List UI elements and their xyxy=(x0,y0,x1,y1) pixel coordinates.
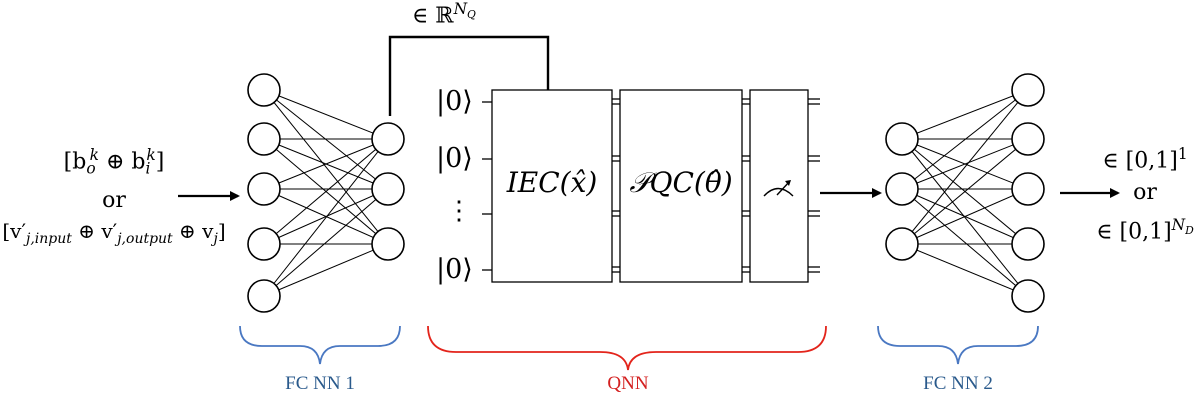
fcnn2-neuron xyxy=(885,122,919,156)
fcnn1-connection xyxy=(263,89,389,140)
qubit-wires xyxy=(482,98,820,273)
pqc-gate-label: 𝒫QC(θ̂) xyxy=(629,166,733,199)
input-line-3: [v′j,input ⊕ v′j,output ⊕ vj] xyxy=(2,218,226,247)
fcnn1-connections xyxy=(263,89,389,297)
fcnn2-connection xyxy=(901,138,1029,297)
fcnn2-connection xyxy=(901,243,1029,297)
fcnn2-connection xyxy=(901,89,1029,245)
fcnn1-connection xyxy=(263,188,389,297)
feedback-arrow xyxy=(388,35,553,116)
qubit-ket-4: |0⟩ xyxy=(436,254,473,285)
input-line-1: [bok ⊕ bik] xyxy=(63,146,165,178)
fcnn2-neuron xyxy=(1011,279,1045,313)
fcnn1-neuron xyxy=(371,227,405,261)
fcnn2-connection xyxy=(901,89,1029,140)
qnn-brace xyxy=(427,325,827,371)
output-line-3: ∈ [0,1]ND xyxy=(1096,216,1194,245)
fcnn1-neuron xyxy=(247,279,281,313)
fcnn1-connection xyxy=(263,138,389,297)
fcnn2-neuron xyxy=(1011,172,1045,206)
qubit-ket-1: |0⟩ xyxy=(436,86,473,117)
input-or-label: or xyxy=(102,187,126,213)
fcnn1-connection xyxy=(263,243,389,297)
qubit-ellipsis: ⋮ xyxy=(446,196,472,226)
fcnn1-neuron xyxy=(247,172,281,206)
output-space-label: ∈ [0,1]1 or ∈ [0,1]ND xyxy=(1090,138,1200,249)
fcnn1-connection xyxy=(263,138,389,245)
fcnn1-neurons xyxy=(247,73,405,313)
fcnn2-connection xyxy=(901,89,1029,190)
fcnn1-connection xyxy=(263,138,389,190)
feedback-dimension-label: ∈ ℝNQ xyxy=(412,0,476,29)
fcnn1-label: FC NN 1 xyxy=(285,373,355,394)
fcnn2-neuron xyxy=(885,172,919,206)
fcnn1-neuron xyxy=(371,122,405,156)
qubit-ket-2: |0⟩ xyxy=(436,143,473,174)
fcnn1-connection xyxy=(263,89,389,245)
fcnn1-neuron xyxy=(247,227,281,261)
iec-gate-label: IEC(x̂) xyxy=(506,166,598,199)
pqc-gate-box xyxy=(619,89,743,283)
fcnn1-neuron xyxy=(371,172,405,206)
fcnn2-neuron xyxy=(885,227,919,261)
meter-icon xyxy=(763,180,794,197)
qnn-label: QNN xyxy=(607,373,649,394)
fcnn2-neurons xyxy=(885,73,1045,313)
output-or-label: or xyxy=(1133,180,1157,206)
fcnn1-connection xyxy=(263,188,389,245)
fcnn2-label: FC NN 2 xyxy=(923,373,993,394)
iec-gate-box xyxy=(491,89,613,283)
fcnn2-connections xyxy=(901,89,1029,297)
fcnn2-neuron xyxy=(1011,227,1045,261)
fcnn2-connection xyxy=(901,138,1029,190)
fcnn2-connection xyxy=(901,188,1029,245)
measurement-box xyxy=(749,89,809,283)
fcnn1-neuron xyxy=(247,73,281,107)
input-vector-label: [bok ⊕ bik] or [v′j,input ⊕ v′j,output ⊕… xyxy=(0,140,228,255)
fcnn2-neuron xyxy=(1011,122,1045,156)
fcnn2-connection xyxy=(901,138,1029,245)
fcnn1-brace xyxy=(239,325,401,365)
output-line-1: ∈ [0,1]1 xyxy=(1102,145,1188,174)
fcnn2-brace xyxy=(877,325,1039,365)
fcnn2-connection xyxy=(901,188,1029,297)
fcnn2-neuron xyxy=(1011,73,1045,107)
fcnn1-neuron xyxy=(247,122,281,156)
